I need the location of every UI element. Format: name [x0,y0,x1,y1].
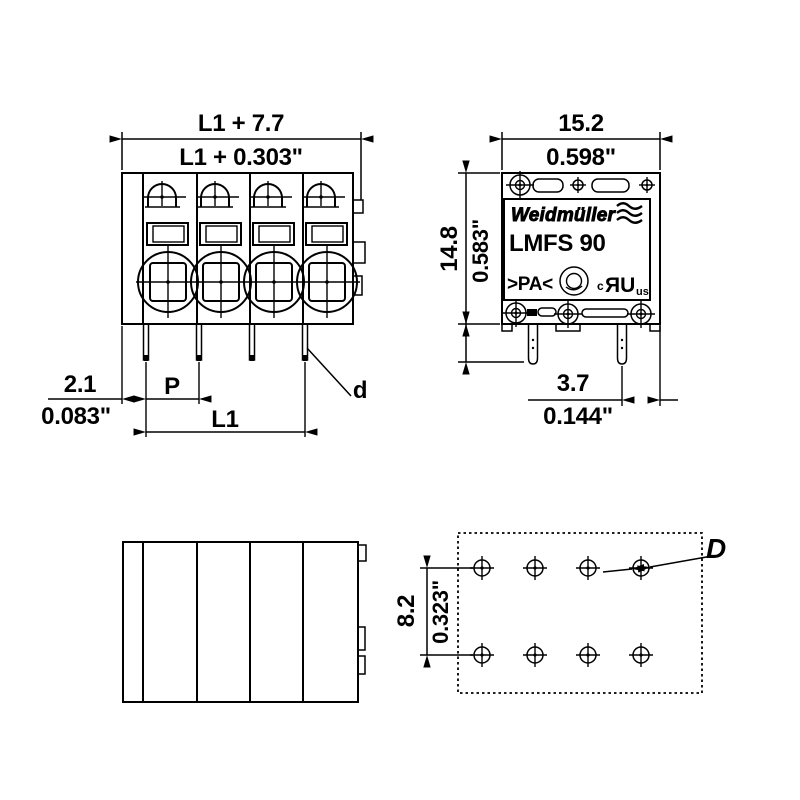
side-view: 15.2 0.598" Weidmüller LMFS 90 >PA< c ЯU… [436,110,678,430]
front-edge-offset-mm: 2.1 [64,371,96,398]
front-edge-offset-in: 0.083" [41,403,111,430]
side-width-mm: 15.2 [558,110,604,137]
brand-wave-icon [616,202,643,224]
drill-plan: 8.2 0.323" D [393,532,726,694]
hole-diameter-label: D [706,533,726,564]
front-width-in: L1 + 0.303" [179,144,303,171]
model-text: LMFS 90 [509,230,606,257]
brand-logo-text: Weidmüller [511,205,616,226]
side-width-in: 0.598" [546,144,616,171]
side-pin-edge-in: 0.144" [543,403,613,430]
side-height-mm: 14.8 [436,226,463,272]
front-view: L1 + 7.7 L1 + 0.303" 2.1 0.083" P L1 d [41,110,374,437]
front-width-mm: L1 + 7.7 [198,110,284,137]
front-length-label: L1 [211,406,238,433]
drill-row-pitch-in: 0.323" [428,580,453,644]
ul-symbol-icon: ЯU [605,274,635,297]
ul-prefix: c [597,279,604,293]
material-marking: >PA< [507,274,553,295]
side-height-in: 0.583" [468,219,493,283]
ul-mark: c ЯU us [597,274,649,298]
front-pin-label: d [353,377,367,404]
front-pitch-label: P [164,373,180,400]
drill-row-pitch-mm: 8.2 [393,595,420,627]
csa-mark-icon [559,266,589,296]
plan-view [122,541,367,703]
ul-suffix: us [636,286,649,298]
side-pin-edge-mm: 3.7 [557,370,589,397]
